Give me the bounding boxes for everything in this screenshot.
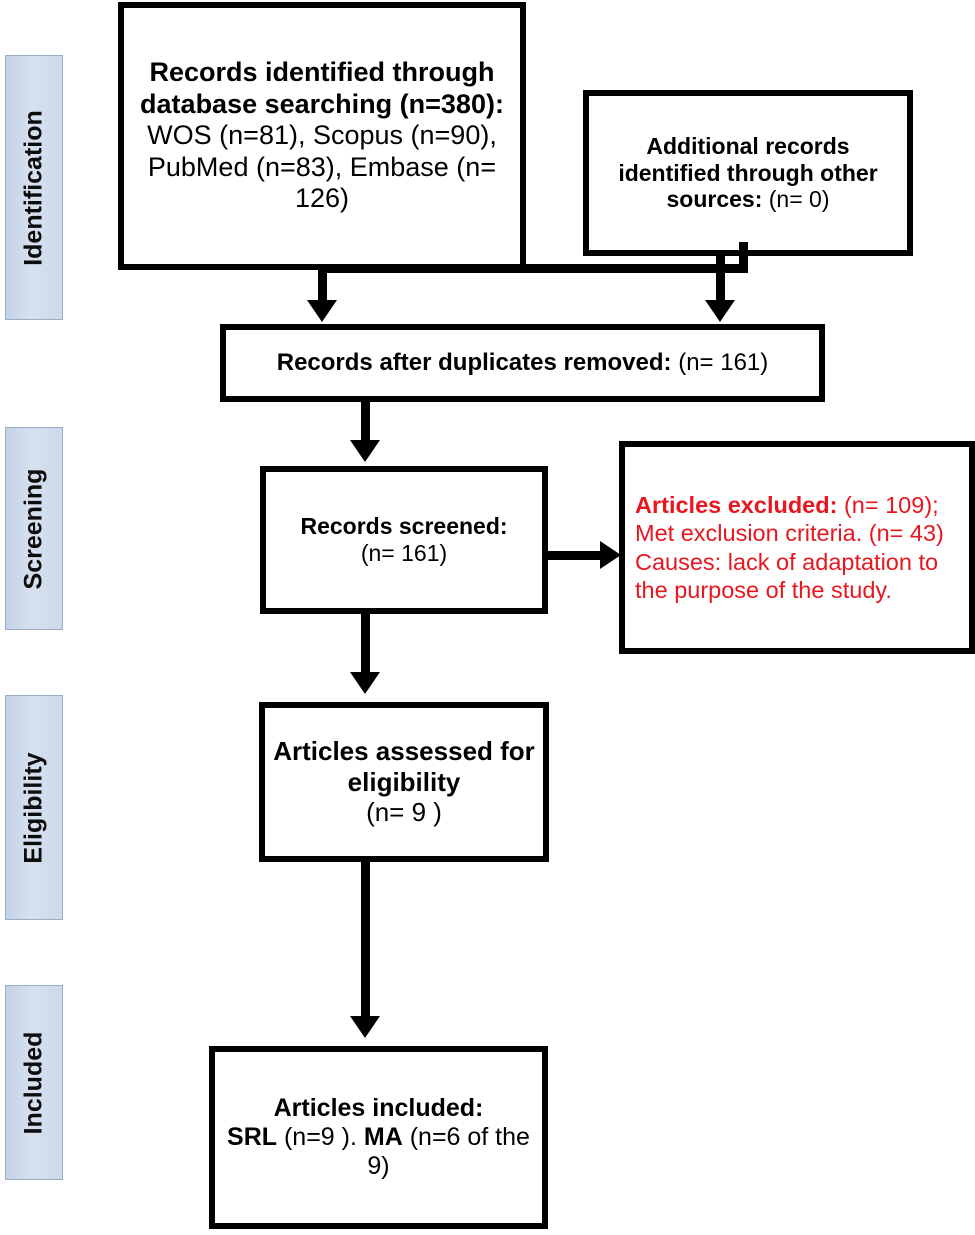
connector-line: [318, 270, 327, 307]
arrowhead-down-icon: [307, 300, 337, 322]
connector-line: [716, 256, 725, 307]
excluded-regular: (n= 109); Met exclusion criteria. (n= 43…: [635, 492, 944, 603]
box-records-after-duplicates: Records after duplicates removed: (n= 16…: [220, 324, 825, 402]
box-records-after-duplicates-text: Records after duplicates removed: (n= 16…: [226, 349, 819, 377]
box-articles-assessed-eligibility-text: Articles assessed for eligibility (n= 9 …: [265, 736, 543, 827]
records-identified-bold: Records identified through database sear…: [140, 57, 504, 119]
included-bold-title: Articles included:: [273, 1093, 484, 1122]
arrowhead-down-icon: [350, 1016, 380, 1038]
included-regular-srl-count: (n=9 ).: [277, 1122, 364, 1151]
arrowhead-down-icon: [350, 672, 380, 694]
box-articles-excluded-text: Articles excluded: (n= 109); Met exclusi…: [625, 491, 969, 604]
eligibility-regular: (n= 9 ): [366, 797, 442, 828]
box-articles-included: Articles included: SRL (n=9 ). MA (n=6 o…: [209, 1046, 548, 1229]
duplicates-regular: (n= 161): [671, 348, 769, 376]
stage-band-identification: Identification: [5, 55, 63, 320]
connector-line: [318, 264, 748, 273]
duplicates-bold: Records after duplicates removed:: [276, 348, 672, 376]
stage-label-included: Included: [19, 1031, 48, 1134]
connector-line: [361, 402, 370, 445]
connector-line: [548, 551, 606, 560]
included-bold-srl: SRL: [227, 1122, 278, 1151]
excluded-bold: Articles excluded:: [635, 492, 838, 519]
box-records-identified-text: Records identified through database sear…: [124, 57, 520, 215]
box-additional-records-text: Additional records identified through ot…: [589, 133, 907, 214]
stage-band-included: Included: [5, 985, 63, 1180]
screened-bold: Records screened:: [300, 513, 508, 540]
stage-band-screening: Screening: [5, 427, 63, 630]
box-records-screened-text: Records screened: (n= 161): [266, 513, 542, 567]
included-regular-ma-count: (n=6 of the 9): [367, 1122, 530, 1181]
included-bold-ma: MA: [363, 1122, 403, 1151]
box-articles-included-text: Articles included: SRL (n=9 ). MA (n=6 o…: [215, 1094, 542, 1182]
box-records-screened: Records screened: (n= 161): [260, 466, 548, 614]
eligibility-bold: Articles assessed for eligibility: [273, 736, 535, 797]
connector-line: [361, 862, 370, 1022]
records-identified-regular: WOS (n=81), Scopus (n=90), PubMed (n=83)…: [147, 120, 497, 214]
screened-regular: (n= 161): [360, 540, 448, 566]
arrowhead-down-icon: [350, 440, 380, 462]
arrowhead-down-icon: [705, 300, 735, 322]
connector-line: [361, 614, 370, 674]
stage-label-screening: Screening: [19, 468, 48, 589]
box-articles-excluded: Articles excluded: (n= 109); Met exclusi…: [619, 441, 975, 654]
additional-records-regular: (n= 0): [762, 186, 830, 213]
box-additional-records: Additional records identified through ot…: [583, 90, 913, 256]
box-articles-assessed-eligibility: Articles assessed for eligibility (n= 9 …: [259, 702, 549, 862]
stage-label-eligibility: Eligibility: [19, 751, 48, 864]
stage-band-eligibility: Eligibility: [5, 695, 63, 920]
connector-line: [739, 242, 748, 270]
additional-records-bold: Additional records identified through ot…: [618, 132, 878, 213]
stage-label-identification: Identification: [19, 109, 48, 266]
box-records-identified: Records identified through database sear…: [118, 2, 526, 270]
arrowhead-right-icon: [600, 541, 621, 569]
